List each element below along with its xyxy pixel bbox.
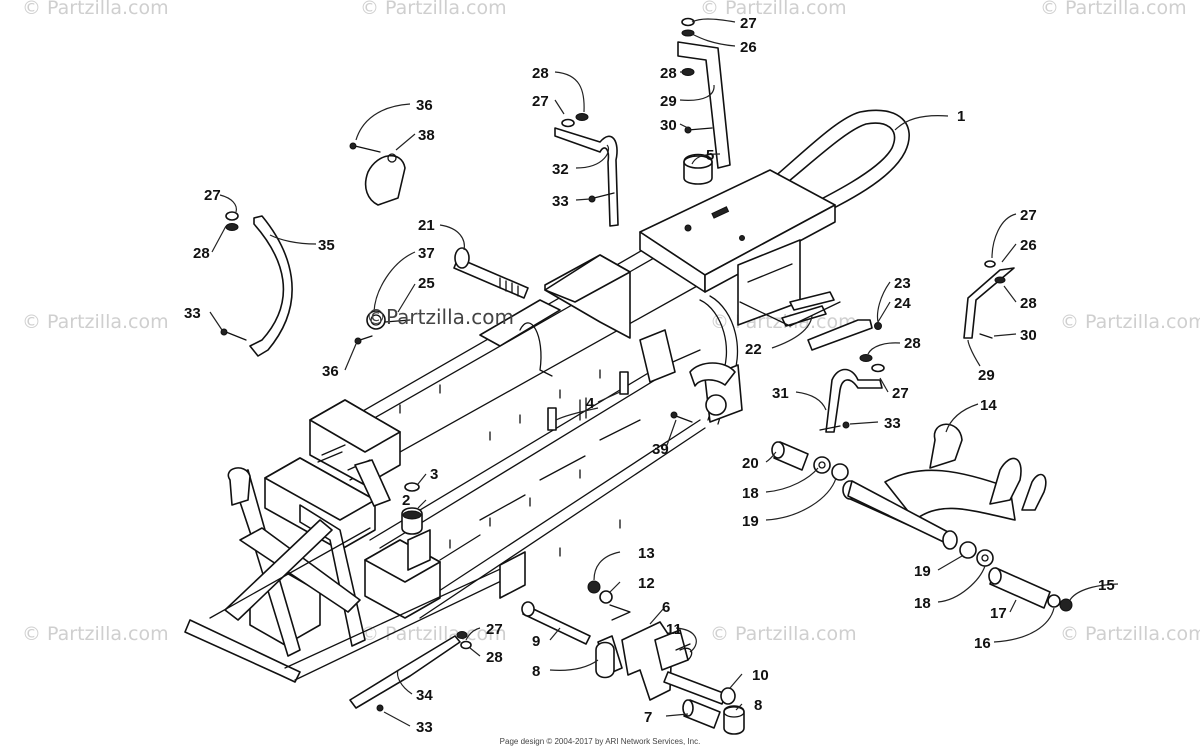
callout-7: 7 — [644, 709, 652, 726]
callout-28: 28 — [904, 335, 921, 352]
page-footer: Page design © 2004-2017 by ARI Network S… — [499, 737, 701, 746]
callout-10: 10 — [752, 667, 769, 684]
callout-29: 29 — [978, 367, 995, 384]
callout-4: 4 — [586, 395, 595, 412]
callout-27: 27 — [532, 93, 549, 110]
watermark: © Partzilla.com — [360, 623, 507, 645]
watermark-center: ©Partzilla.com — [366, 305, 514, 329]
callout-18: 18 — [742, 485, 759, 502]
callout-36: 36 — [322, 363, 339, 380]
callout-5: 5 — [706, 147, 714, 164]
watermark: © Partzilla.com — [1060, 311, 1200, 333]
callout-26: 26 — [740, 39, 757, 56]
callout-28: 28 — [660, 65, 677, 82]
callout-18: 18 — [914, 595, 931, 612]
callout-3: 3 — [430, 466, 438, 483]
callout-26: 26 — [1020, 237, 1037, 254]
callout-31: 31 — [772, 385, 789, 402]
callout-34: 34 — [416, 687, 433, 704]
callout-32: 32 — [552, 161, 569, 178]
callout-38: 38 — [418, 127, 435, 144]
callout-13: 13 — [638, 545, 655, 562]
callout-20: 20 — [742, 455, 759, 472]
callout-2: 2 — [402, 492, 410, 509]
callout-1: 1 — [957, 108, 965, 125]
callout-19: 19 — [742, 513, 759, 530]
callout-27: 27 — [892, 385, 909, 402]
watermark: © Partzilla.com — [700, 0, 847, 19]
callout-15: 15 — [1098, 577, 1115, 594]
callout-28: 28 — [1020, 295, 1037, 312]
callout-27: 27 — [740, 15, 757, 32]
callout-11: 11 — [666, 621, 682, 638]
callout-14: 14 — [980, 397, 997, 414]
watermark: © Partzilla.com — [22, 623, 169, 645]
callout-12: 12 — [638, 575, 655, 592]
callout-17: 17 — [990, 605, 1007, 622]
watermark: © Partzilla.com — [22, 0, 169, 19]
callout-39: 39 — [652, 441, 669, 458]
watermark: © Partzilla.com — [360, 0, 507, 19]
callout-29: 29 — [660, 93, 677, 110]
callout-36: 36 — [416, 97, 433, 114]
chassis-frame — [184, 109, 910, 683]
callout-30: 30 — [1020, 327, 1037, 344]
loose-parts — [220, 17, 1073, 735]
callout-27: 27 — [1020, 207, 1037, 224]
callout-33: 33 — [184, 305, 201, 322]
callout-28: 28 — [532, 65, 549, 82]
callout-8: 8 — [754, 697, 762, 714]
callout-6: 6 — [662, 599, 670, 616]
callout-35: 35 — [318, 237, 335, 254]
callout-28: 28 — [486, 649, 503, 666]
callout-9: 9 — [532, 633, 540, 650]
callout-22: 22 — [745, 341, 762, 358]
watermark-layer: © Partzilla.com © Partzilla.com © Partzi… — [22, 0, 1200, 645]
watermark: © Partzilla.com — [710, 623, 857, 645]
callout-21: 21 — [418, 217, 435, 234]
watermark: © Partzilla.com — [1060, 623, 1200, 645]
callout-33: 33 — [416, 719, 433, 736]
callout-labels: 1 2 3 4 5 6 7 8 8 9 10 11 12 13 14 15 16… — [184, 15, 1115, 736]
callout-24: 24 — [894, 295, 911, 312]
callout-33: 33 — [552, 193, 569, 210]
callout-leaders — [209, 18, 1119, 727]
callout-19: 19 — [914, 563, 931, 580]
callout-27: 27 — [204, 187, 221, 204]
callout-37: 37 — [418, 245, 435, 262]
watermark: © Partzilla.com — [22, 311, 169, 333]
callout-30: 30 — [660, 117, 677, 134]
callout-16: 16 — [974, 635, 991, 652]
callout-33: 33 — [884, 415, 901, 432]
callout-23: 23 — [894, 275, 911, 292]
callout-27: 27 — [486, 621, 503, 638]
callout-25: 25 — [418, 275, 435, 292]
callout-8: 8 — [532, 663, 540, 680]
watermark: © Partzilla.com — [1040, 0, 1187, 19]
callout-28: 28 — [193, 245, 210, 262]
